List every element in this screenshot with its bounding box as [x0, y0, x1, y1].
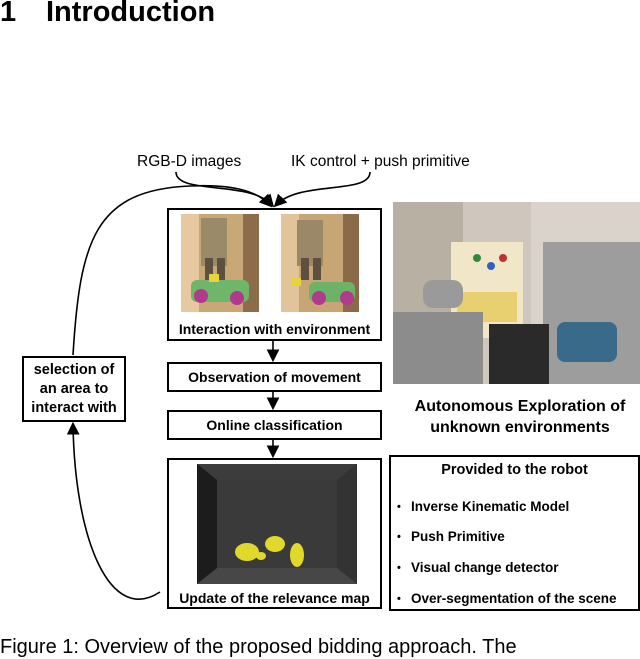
ik-arrow	[273, 171, 371, 208]
robot-caption: Autonomous Exploration of unknown enviro…	[414, 398, 626, 436]
section-heading: 1 Introduction	[0, 0, 215, 29]
relevance-map-label: Update of the relevance map	[179, 590, 370, 606]
section-title: Introduction	[46, 0, 216, 28]
provided-item: •Visual change detector	[397, 560, 559, 575]
observation-label: Observation of movement	[188, 369, 361, 385]
provided-item: •Push Primitive	[397, 529, 505, 544]
classification-label: Online classification	[206, 417, 343, 433]
relevance-map-box: Update of the relevance map	[167, 458, 382, 609]
relevance-map-image	[197, 464, 357, 584]
loop-arrow-bottom	[66, 421, 161, 600]
provided-box: Provided to the robot •Inverse Kinematic…	[389, 455, 640, 611]
selection-box: selection of an area to interact with	[22, 356, 126, 422]
classification-box: Online classification	[167, 410, 382, 440]
rgbd-arrow	[175, 171, 275, 208]
figure-caption: Figure 1: Overview of the proposed biddi…	[0, 636, 517, 658]
rgbd-input-label: RGB-D images	[137, 153, 242, 170]
observation-box: Observation of movement	[167, 362, 382, 392]
provided-title: Provided to the robot	[441, 462, 588, 478]
interaction-label: Interaction with environment	[178, 321, 371, 337]
provided-item: •Over-segmentation of the scene	[397, 591, 617, 606]
selection-label: selection of an area to interact with	[31, 361, 117, 416]
ik-input-label: IK control + push primitive	[291, 153, 470, 170]
section-number: 1	[0, 0, 17, 28]
provided-item: •Inverse Kinematic Model	[397, 499, 570, 514]
interaction-box: Interaction with environment	[167, 208, 382, 341]
loop-arrow-top	[72, 184, 273, 356]
interaction-photos	[181, 214, 359, 312]
robot-photo	[393, 202, 640, 384]
